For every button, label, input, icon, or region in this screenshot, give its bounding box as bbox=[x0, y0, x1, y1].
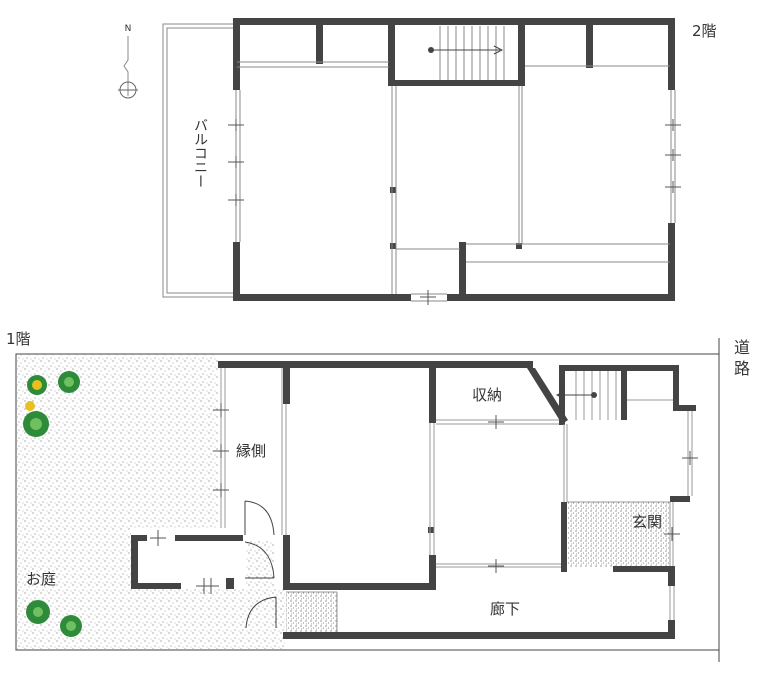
doors bbox=[244, 500, 277, 629]
second-floor: N バルコニー bbox=[118, 18, 717, 305]
garden-gravel bbox=[17, 355, 285, 649]
balcony: バルコニー bbox=[162, 23, 233, 298]
garden-label: お庭 bbox=[26, 570, 56, 588]
first-floor-label: 1階 bbox=[6, 330, 31, 348]
entrance-floor bbox=[567, 502, 669, 567]
site-boundary bbox=[15, 353, 720, 651]
storage-label: 収納 bbox=[472, 386, 502, 404]
road-label-1: 道 bbox=[734, 338, 750, 357]
north-compass: N bbox=[118, 24, 138, 99]
first-floor-stairs bbox=[555, 371, 617, 420]
second-floor-label: 2階 bbox=[692, 22, 717, 40]
engawa-label: 縁側 bbox=[236, 442, 266, 460]
road: 道 路 bbox=[718, 338, 750, 662]
second-floor-stairs bbox=[428, 26, 505, 80]
balcony-label: バルコニー bbox=[192, 118, 208, 188]
road-label-2: 路 bbox=[734, 359, 750, 378]
first-floor: 1階 道 路 bbox=[6, 330, 750, 662]
north-label: N bbox=[125, 24, 132, 34]
entrance-label: 玄関 bbox=[632, 513, 662, 531]
hallway-label: 廊下 bbox=[490, 600, 520, 618]
garden-plants bbox=[23, 371, 82, 637]
